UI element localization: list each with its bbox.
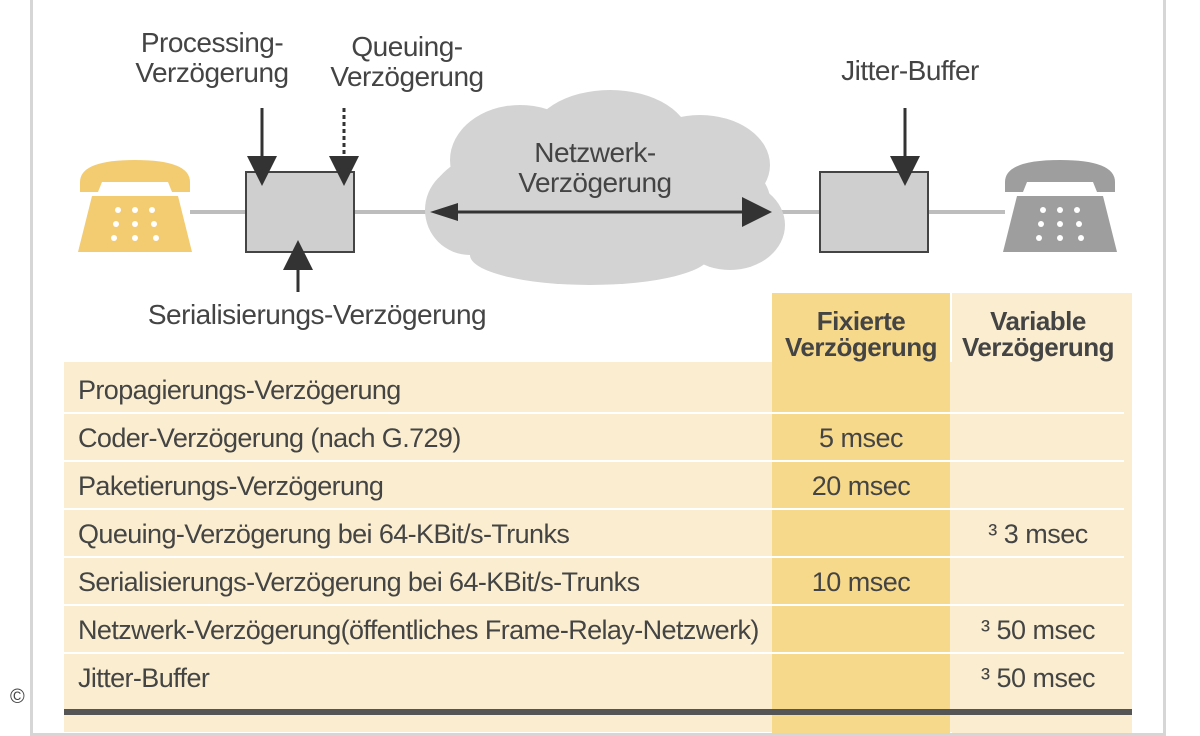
row-label: Coder-Verzögerung (nach G.729) bbox=[78, 423, 461, 453]
variable-delay-header: Variable Verzögerung bbox=[962, 306, 1114, 362]
serialisierung-label: Serialisierungs-Verzögerung bbox=[147, 299, 487, 330]
network-arrow-left-head bbox=[430, 203, 458, 221]
variable-delay-column bbox=[952, 293, 1132, 733]
network-delay-diagram bbox=[78, 90, 1117, 292]
processing-box bbox=[245, 171, 355, 253]
row-variable-value: ³ 50 msec bbox=[980, 663, 1096, 693]
telephone-right-icon bbox=[1003, 160, 1117, 252]
row-variable-value: ³ 3 msec bbox=[988, 519, 1088, 549]
row-fixed-value: 5 msec bbox=[818, 423, 904, 453]
jitter-buffer-label: Jitter-Buffer bbox=[841, 55, 979, 86]
processing-label: Processing- Verzögerung bbox=[135, 27, 289, 88]
table-row: Serialisierungs-Verzögerung bei 64-KBit/… bbox=[64, 558, 1124, 606]
network-delay-label: Netzwerk- Verzögerung bbox=[518, 137, 672, 198]
table-row: Coder-Verzögerung (nach G.729) 5 msec bbox=[64, 414, 1124, 462]
table-row: Paketierungs-Verzögerung 20 msec bbox=[64, 462, 1124, 510]
jitter-buffer-box bbox=[819, 171, 929, 253]
row-fixed-value: 20 msec bbox=[811, 471, 911, 501]
network-cloud bbox=[425, 90, 785, 285]
table-row: Queuing-Verzögerung bei 64-KBit/s-Trunks… bbox=[64, 510, 1124, 558]
table-row: Netzwerk-Verzögerung(öffentliches Frame-… bbox=[64, 606, 1124, 654]
table-row: Jitter-Buffer ³ 50 msec bbox=[64, 654, 1124, 702]
table-bottom-rule bbox=[64, 709, 1132, 715]
fixed-delay-header: Fixierte Verzögerung bbox=[785, 306, 937, 362]
table-row: Propagierungs-Verzögerung bbox=[64, 366, 1124, 414]
row-label: Paketierungs-Verzögerung bbox=[78, 471, 384, 501]
row-fixed-value: 10 msec bbox=[811, 567, 911, 597]
row-label: Queuing-Verzögerung bei 64-KBit/s-Trunks bbox=[78, 519, 570, 549]
row-label: Netzwerk-Verzögerung(öffentliches Frame-… bbox=[78, 615, 759, 645]
telephone-left-icon bbox=[78, 160, 192, 252]
row-variable-value: ³ 50 msec bbox=[980, 615, 1096, 645]
row-label: Jitter-Buffer bbox=[78, 663, 210, 693]
fixed-delay-column bbox=[772, 293, 950, 733]
row-label: Serialisierungs-Verzögerung bei 64-KBit/… bbox=[78, 567, 640, 597]
queuing-label: Queuing- Verzögerung bbox=[330, 31, 484, 92]
copyright-mark: © bbox=[10, 686, 25, 708]
row-label: Propagierungs-Verzögerung bbox=[78, 375, 401, 405]
